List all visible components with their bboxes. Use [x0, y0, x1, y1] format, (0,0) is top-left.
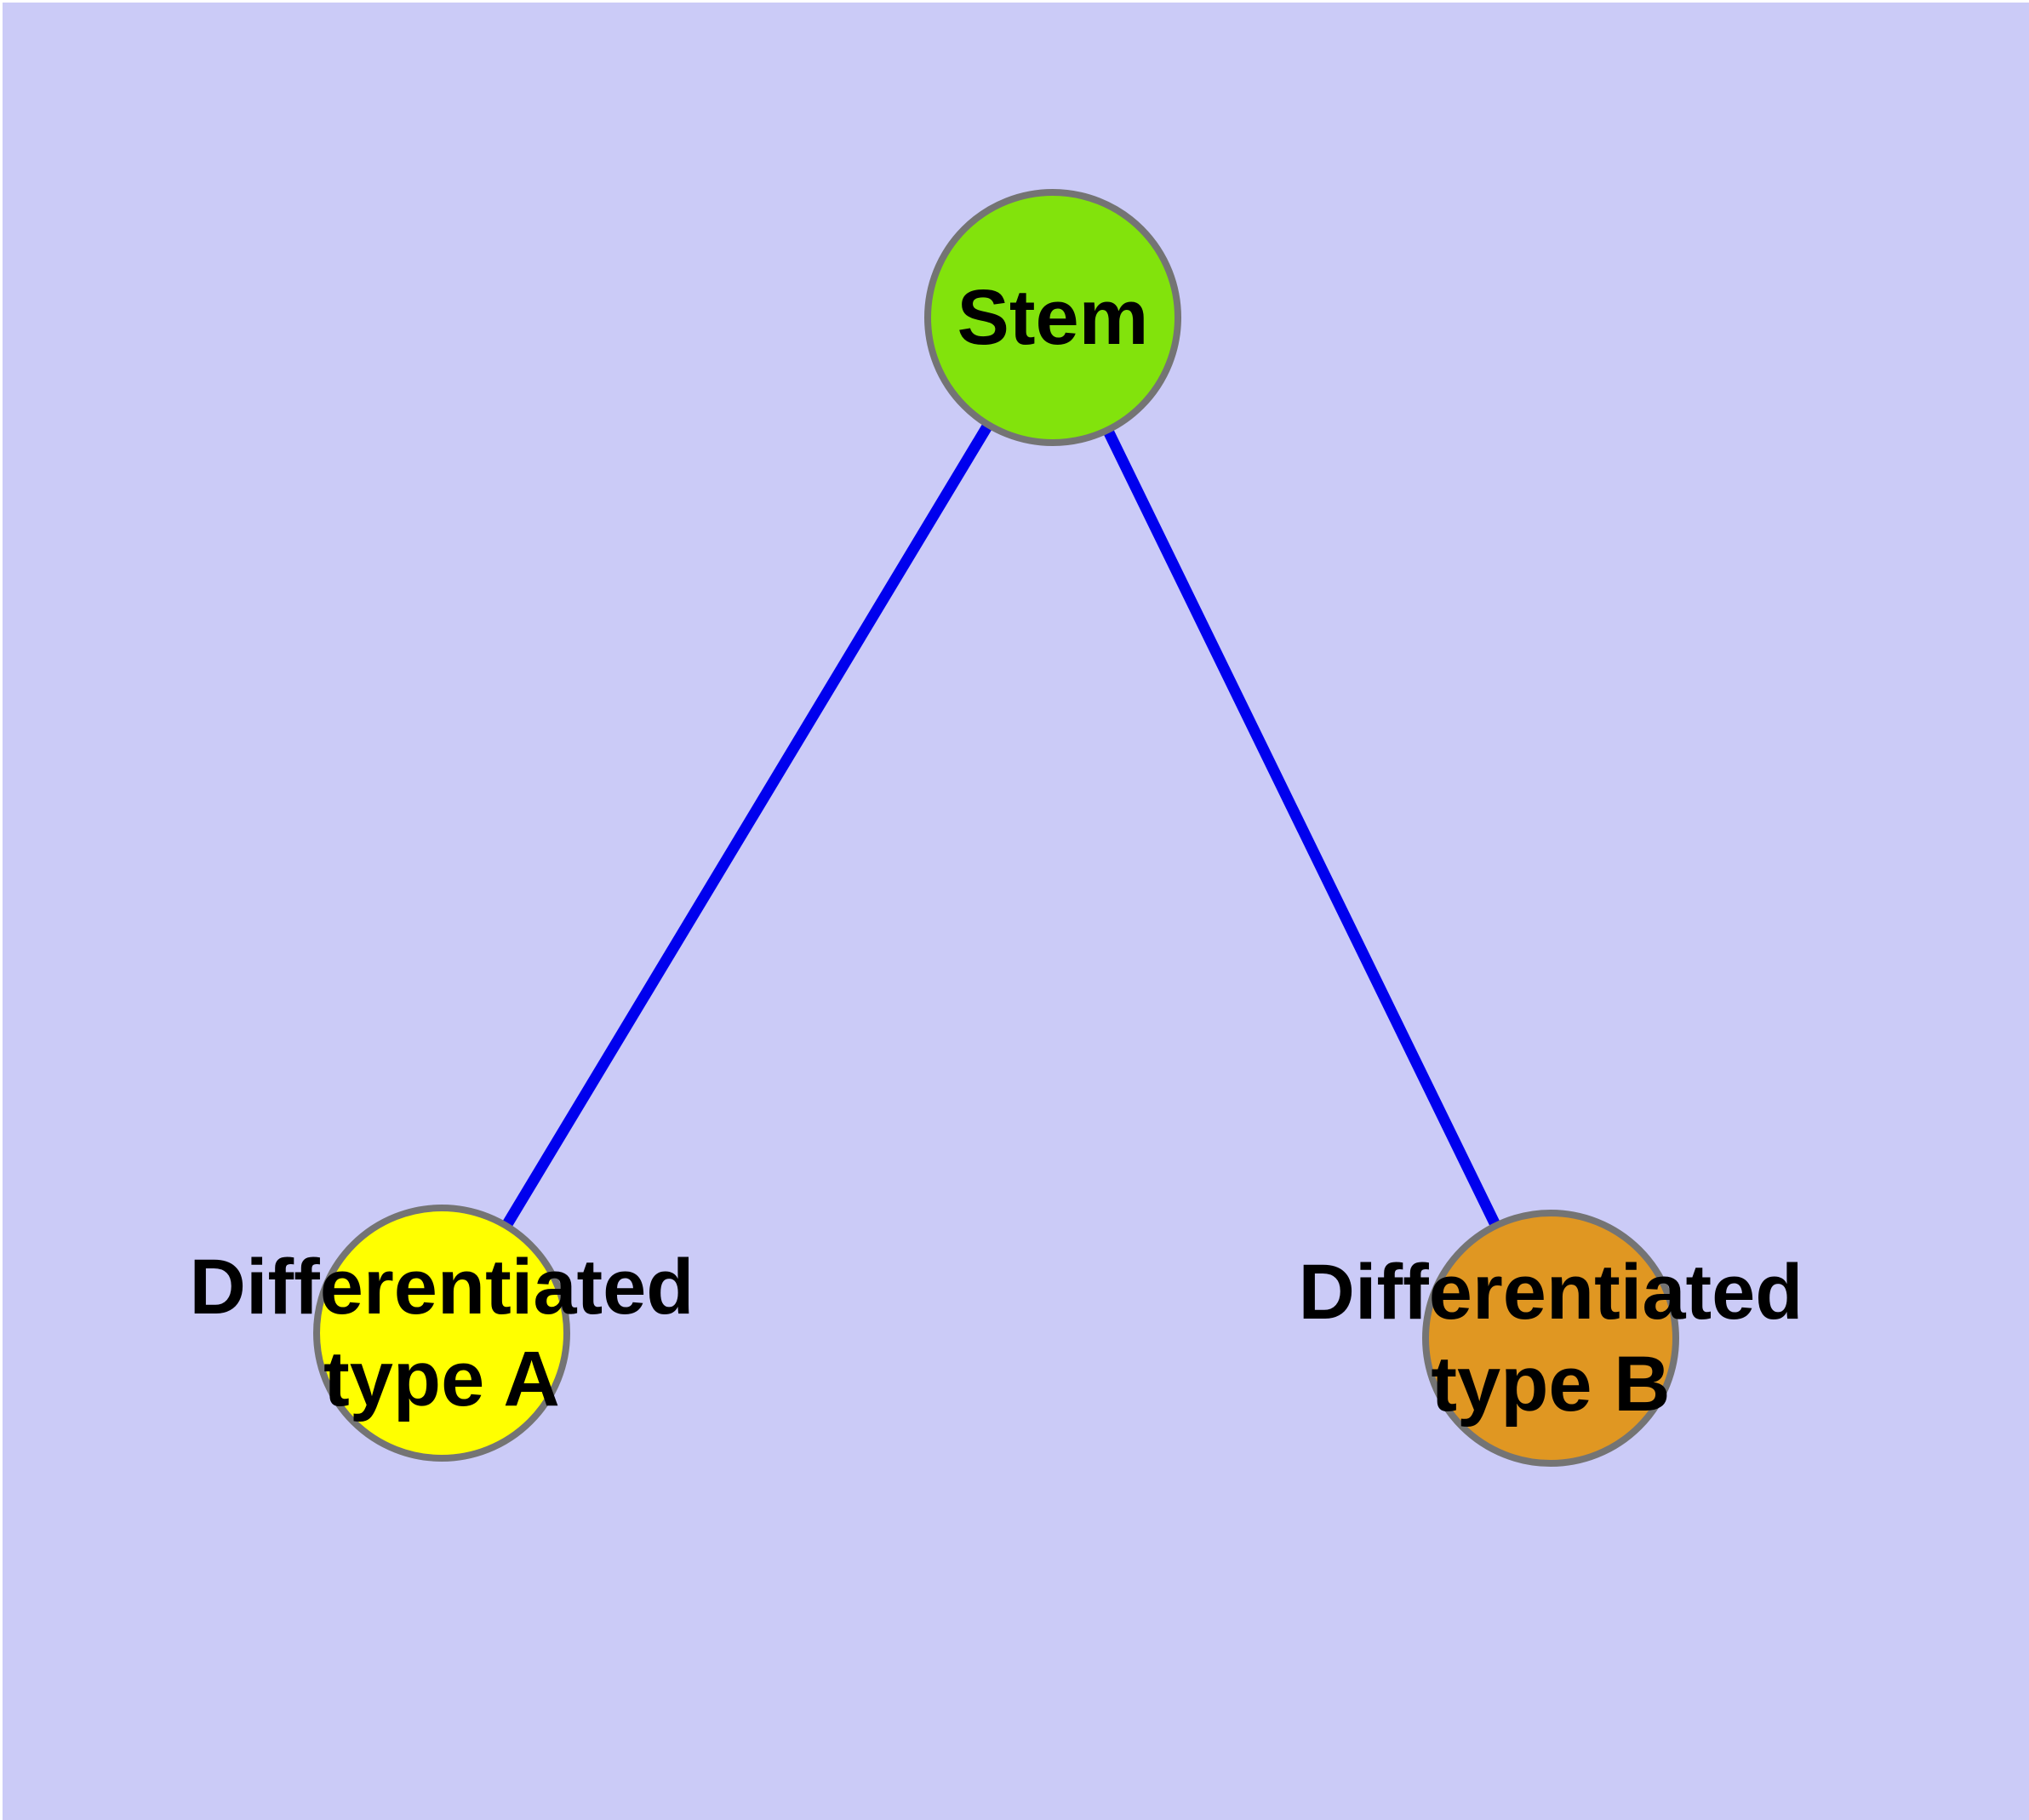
page-edge-left	[0, 0, 3, 1820]
node-type-a-circle	[313, 1205, 570, 1462]
node-type-a-label-line1: Differentiated	[189, 1244, 694, 1331]
node-type-b-circle	[1422, 1210, 1679, 1467]
node-type-b-label-line2: type B	[1431, 1341, 1671, 1428]
node-stem-label: Stem	[957, 272, 1149, 363]
edge-stem-to-type-b	[1048, 315, 1556, 1341]
edge-stem-to-type-a	[437, 314, 1058, 1336]
node-type-b-label: Differentiated type B	[1299, 1246, 1803, 1430]
page-edge-top	[0, 0, 2029, 3]
node-stem-label-text: Stem	[957, 274, 1149, 361]
node-type-a-label-line2: type A	[323, 1336, 560, 1422]
node-type-b-label-line1: Differentiated	[1298, 1249, 1803, 1336]
node-stem-circle	[924, 189, 1181, 446]
node-type-a-label: Differentiated type A	[190, 1241, 694, 1425]
